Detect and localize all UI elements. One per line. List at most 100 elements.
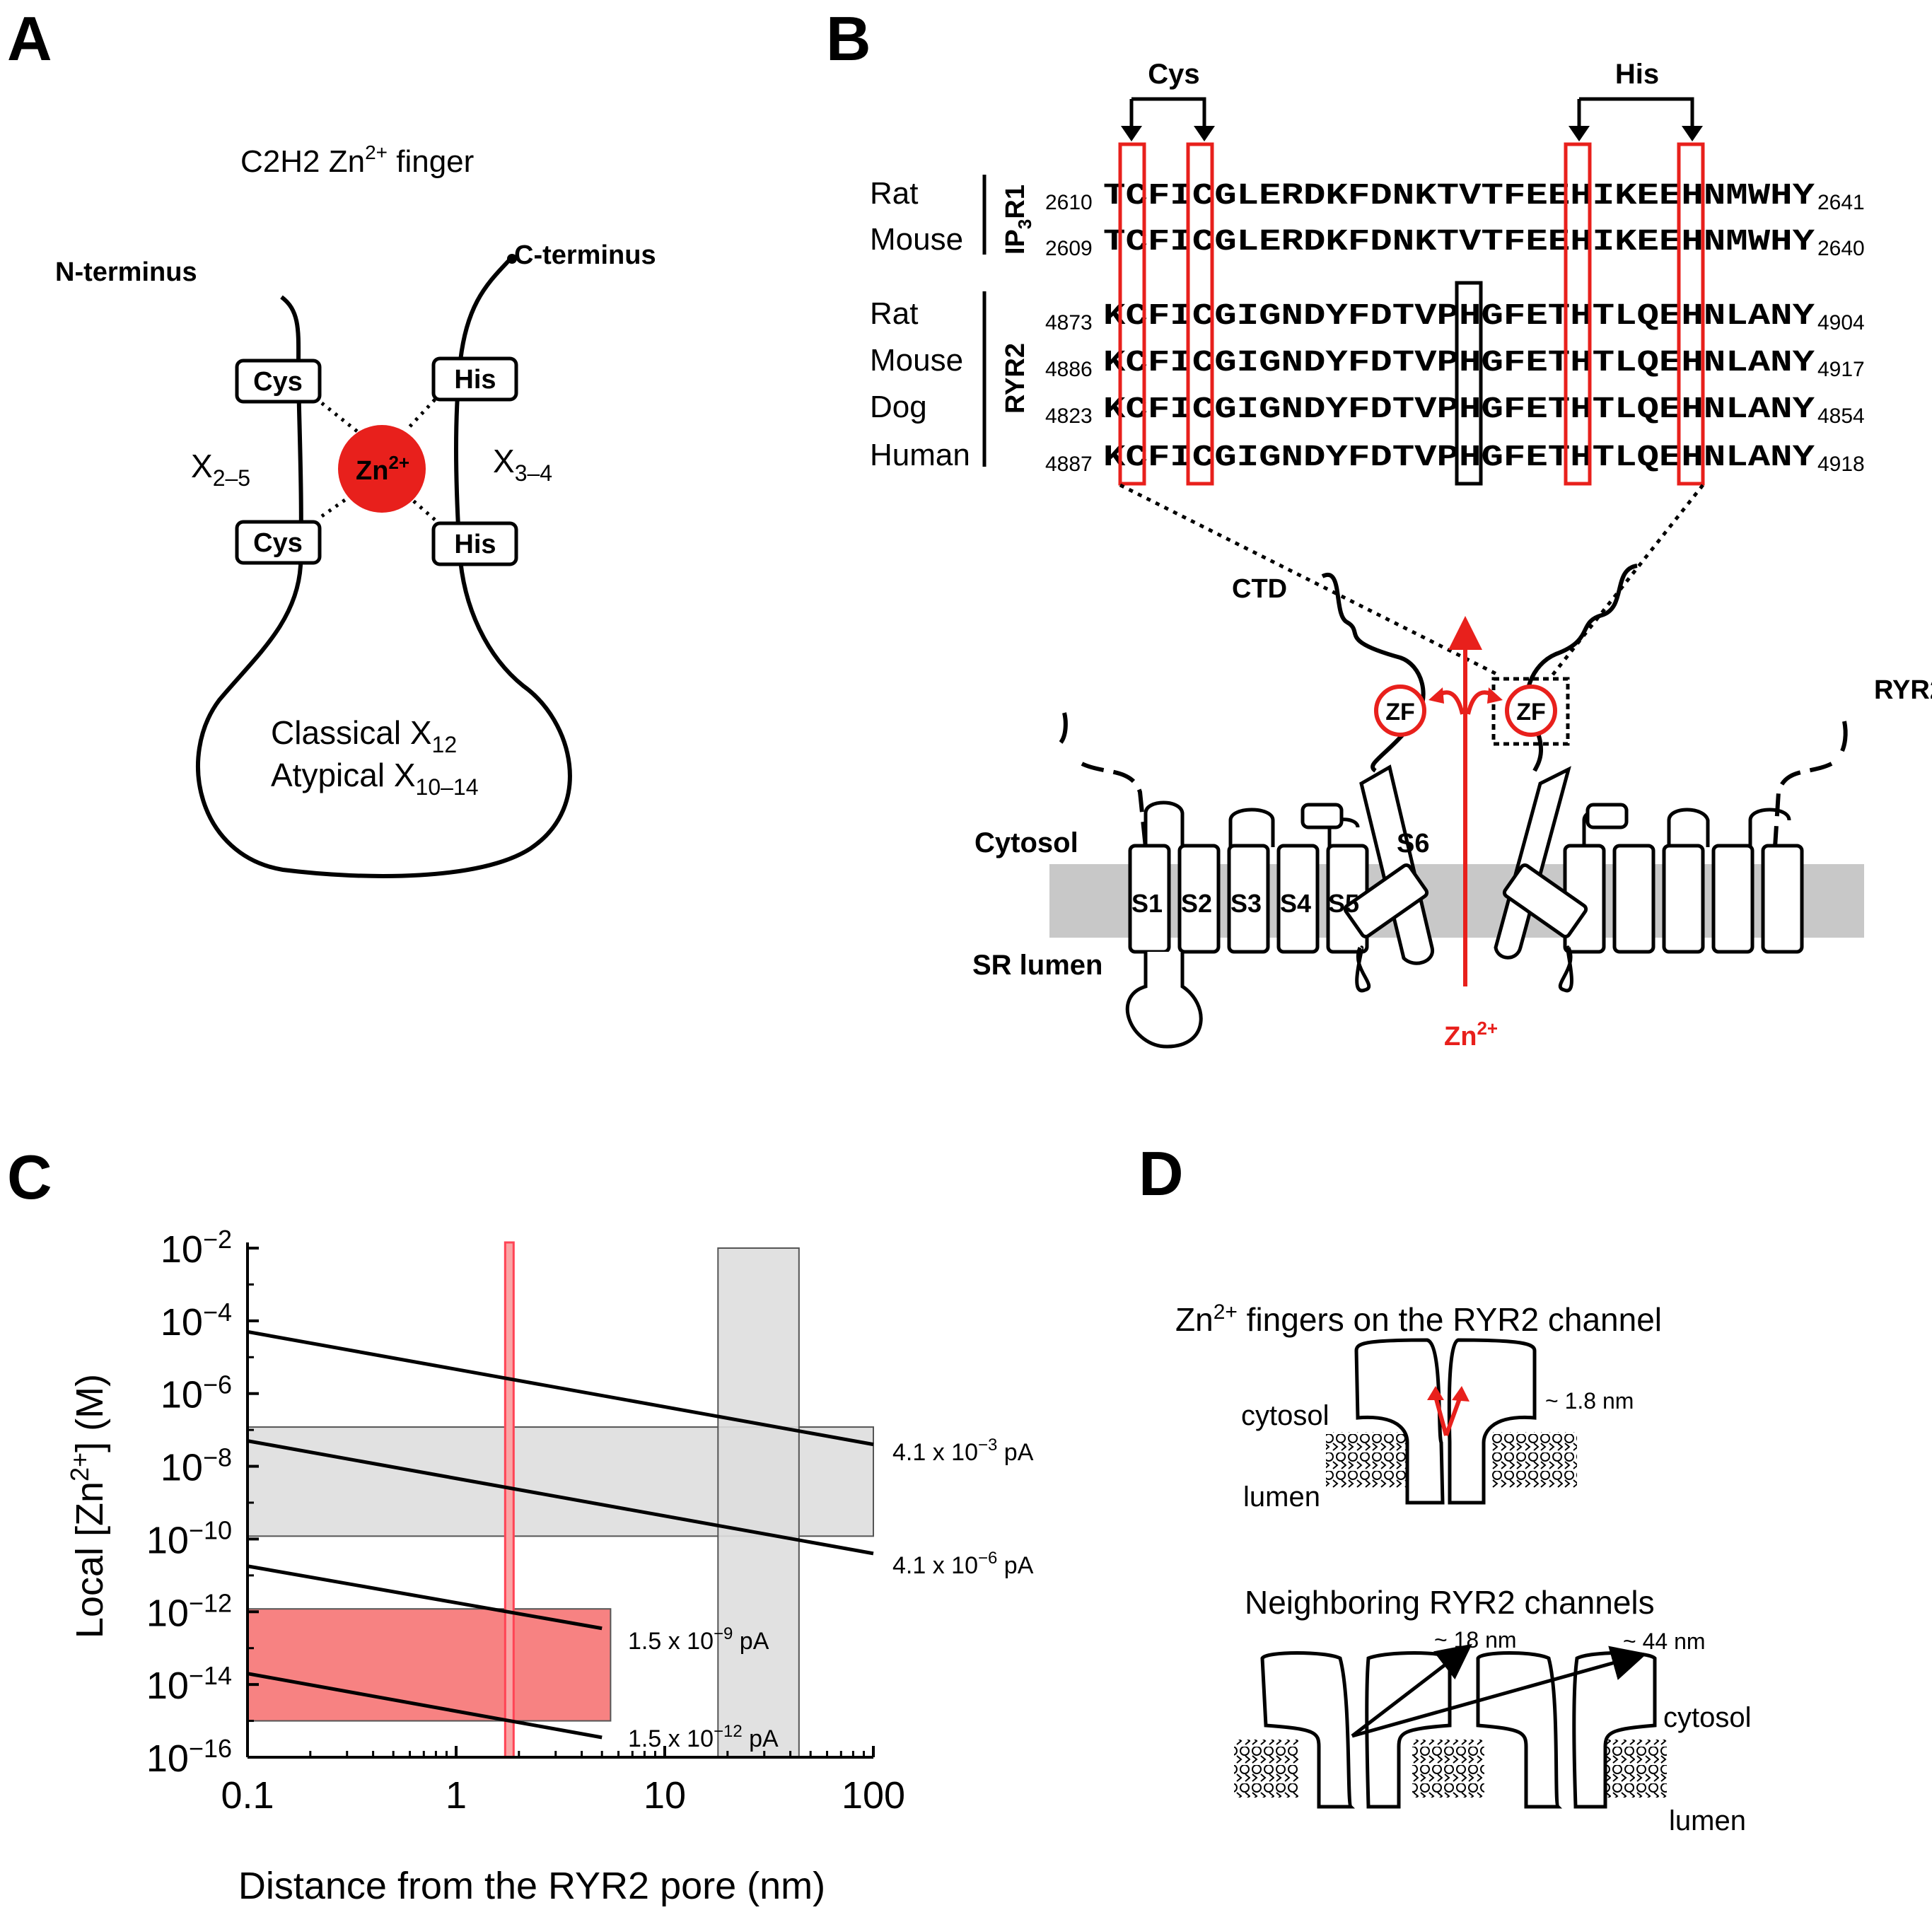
panel-d-title-bottom: Neighboring RYR2 channels xyxy=(1245,1584,1655,1621)
zinc-finger-arrow-heads xyxy=(1427,1386,1470,1402)
y-tick-label: 10−10 xyxy=(146,1515,232,1561)
zinc-diverge-heads xyxy=(1428,687,1503,704)
y-tick-label: 10−8 xyxy=(161,1443,232,1489)
cytosol-label-bottom: cytosol xyxy=(1663,1702,1752,1733)
c-terminus-end xyxy=(507,254,517,264)
seq-row: Mouse 4886 KCFICGIGNDYFDTVPHGFETHTLQEHNL… xyxy=(870,343,1865,381)
svg-text:2641: 2641 xyxy=(1817,191,1865,214)
x-tick-label: 100 xyxy=(842,1774,905,1817)
svg-text:Rat: Rat xyxy=(870,296,918,331)
segment-s2: S2 xyxy=(1181,889,1212,918)
svg-text:KCFICGIGNDYFDTVPHGFETHTLQEHNLA: KCFICGIGNDYFDTVPHGFETHTLQEHNLANY xyxy=(1103,440,1815,474)
ryr2-group-label: RYR2 xyxy=(1001,343,1030,414)
sr-lumen-label: SR lumen xyxy=(972,950,1102,981)
svg-text:4823: 4823 xyxy=(1045,404,1093,428)
svg-text:His: His xyxy=(454,365,496,395)
ryr2-channel-label: RYR2 xyxy=(1874,675,1932,705)
chain-end-right xyxy=(1840,721,1848,752)
ctd-chain-right xyxy=(1525,564,1638,772)
y-tick-label: 10−4 xyxy=(161,1298,232,1344)
svg-text:Dog: Dog xyxy=(870,390,927,424)
his-bracket xyxy=(1577,97,1694,136)
series-line xyxy=(247,1439,874,1556)
linker-left xyxy=(1081,762,1148,848)
lumen-label-top: lumen xyxy=(1243,1481,1320,1513)
svg-text:4918: 4918 xyxy=(1817,453,1865,476)
x-tick-label: 1 xyxy=(446,1774,467,1817)
segment-s1: S1 xyxy=(1131,889,1163,918)
svg-text:KCFICGIGNDYFDTVPHGFETHTLQEHNLA: KCFICGIGNDYFDTVPHGFETHTLQEHNLANY xyxy=(1103,298,1815,333)
svg-text:Cys: Cys xyxy=(253,367,303,397)
svg-text:Human: Human xyxy=(870,438,970,472)
svg-text:4917: 4917 xyxy=(1817,358,1865,381)
panel-label-b: B xyxy=(826,4,871,74)
panel-label-c: C xyxy=(7,1142,52,1212)
x-tick-label: 10 xyxy=(644,1774,686,1817)
cys-box-bottom: Cys xyxy=(235,520,322,565)
x-axis-title: Distance from the RYR2 pore (nm) xyxy=(238,1865,825,1907)
seq-row: Rat 2610 TCFICGLERDKFDNKTVTFEEHIKEEHNMWH… xyxy=(870,176,1865,214)
panel-a-zinc-finger-diagram: C2H2 Zn2+ finger N-terminus C-terminus C… xyxy=(55,141,656,878)
arrow-18nm xyxy=(1351,1643,1472,1737)
cys-bracket-label: Cys xyxy=(1148,59,1199,90)
panel-d-title-top: Zn2+ fingers on the RYR2 channel xyxy=(1175,1300,1662,1338)
cys-bracket xyxy=(1129,97,1206,136)
his-box-bottom: His xyxy=(431,521,518,566)
y-tick-label: 10−6 xyxy=(161,1370,232,1416)
his-box-top: His xyxy=(431,356,518,402)
segment-s6: S6 xyxy=(1397,829,1429,858)
n-terminus-label: N-terminus xyxy=(55,257,197,287)
svg-text:2609: 2609 xyxy=(1045,237,1093,260)
distance-1-8nm: ~ 1.8 nm xyxy=(1545,1388,1634,1414)
cytosol-label: Cytosol xyxy=(974,827,1078,858)
distance-44nm: ~ 44 nm xyxy=(1623,1629,1706,1654)
svg-text:KCFICGIGNDYFDTVPHGFETHTLQEHNLA: KCFICGIGNDYFDTVPHGFETHTLQEHNLANY xyxy=(1103,392,1815,426)
y-tick-label: 10−2 xyxy=(161,1225,232,1271)
linker-right xyxy=(1773,762,1833,848)
distance-18nm: ~ 18 nm xyxy=(1434,1627,1517,1653)
zinc-finger-arrows xyxy=(1433,1395,1462,1437)
x-left-label: X2–5 xyxy=(191,448,250,491)
svg-text:Rat: Rat xyxy=(870,176,918,211)
svg-text:4904: 4904 xyxy=(1817,311,1865,334)
red-marker-line xyxy=(504,1241,515,1759)
his-bracket-label: His xyxy=(1615,59,1659,90)
chart-regions xyxy=(247,1241,874,1759)
series-line xyxy=(247,1329,874,1447)
seq-row: Human 4887 KCFICGIGNDYFDTVPHGFETHTLQEHNL… xyxy=(870,438,1865,476)
svg-text:2610: 2610 xyxy=(1045,191,1093,214)
gray-vertical-band xyxy=(717,1247,800,1758)
neighbor-channels xyxy=(1260,1651,1657,1809)
lumen-label-bottom: lumen xyxy=(1669,1805,1746,1836)
segment-s4: S4 xyxy=(1280,889,1311,918)
svg-text:Mouse: Mouse xyxy=(870,343,963,378)
panel-b-sequence-alignment: Cys His IP3R1 RYR2 Rat 2610 TCFICGLERDKF… xyxy=(870,59,1932,1052)
series-label: 4.1 x 10−3 pA xyxy=(892,1435,1034,1466)
svg-text:Cys: Cys xyxy=(253,528,303,558)
zinc-ion-label: Zn2+ xyxy=(356,452,409,486)
ip3r1-group-label: IP3R1 xyxy=(1001,185,1035,255)
seq-row: Rat 4873 KCFICGIGNDYFDTVPHGFETHTLQEHNLAN… xyxy=(870,296,1865,334)
atypical-label: Atypical X10–14 xyxy=(271,757,479,800)
bracket-arrowheads xyxy=(1121,126,1703,141)
lipid-right xyxy=(1492,1432,1577,1489)
lipid-n1 xyxy=(1234,1740,1299,1798)
x-right-label: X3–4 xyxy=(493,443,552,486)
svg-text:His: His xyxy=(454,530,496,559)
zf-left-circle xyxy=(1374,685,1426,737)
panel-d-channel-schematics: Zn2+ fingers on the RYR2 channel cytosol… xyxy=(1175,1300,1752,1836)
svg-text:4854: 4854 xyxy=(1817,404,1865,428)
red-region-box xyxy=(247,1608,612,1722)
y-tick-label: 10−16 xyxy=(146,1734,232,1780)
series-line xyxy=(247,1672,603,1740)
lipid-n2 xyxy=(1412,1740,1484,1798)
svg-text:4886: 4886 xyxy=(1045,358,1093,381)
zf-right-label: ZF xyxy=(1516,699,1546,726)
panel-label-d: D xyxy=(1139,1138,1184,1208)
series-line xyxy=(247,1564,603,1631)
zf-right-circle xyxy=(1505,685,1557,737)
chain-end-left xyxy=(1059,712,1068,744)
y-tick-label: 10−12 xyxy=(146,1588,232,1634)
zinc-ion-circle xyxy=(338,425,426,513)
channel-half-right xyxy=(1447,1338,1537,1505)
